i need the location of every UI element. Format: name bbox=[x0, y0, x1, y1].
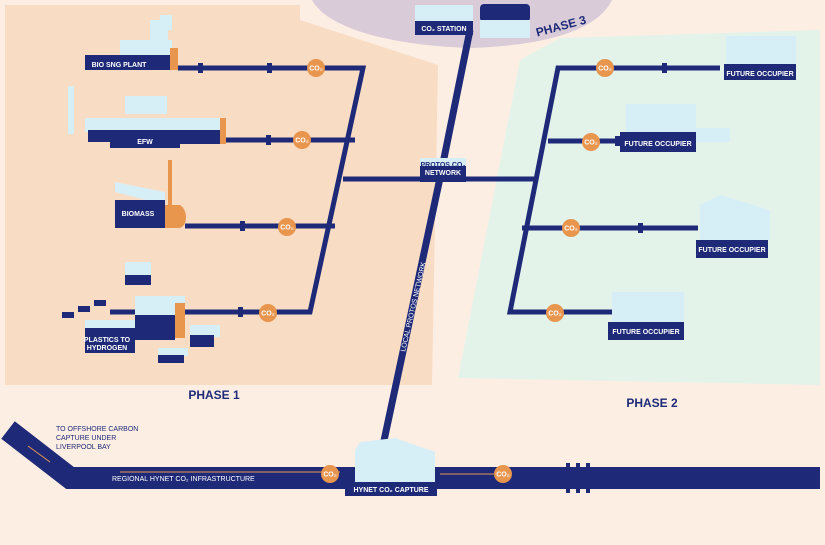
co2-badge-label: CO₂ bbox=[496, 472, 510, 479]
future-occupier-label-2: FUTURE OCCUPIER bbox=[624, 141, 691, 148]
co2-badge-label: CO₂ bbox=[323, 472, 337, 479]
co2-badge-label: CO₂ bbox=[280, 225, 294, 232]
co2-station-building bbox=[415, 4, 530, 38]
efw-building bbox=[68, 86, 226, 148]
efw-label: EFW bbox=[137, 139, 153, 146]
co2-badge-label: CO₂ bbox=[309, 66, 323, 73]
regional-infrastructure-label: REGIONAL HYNET CO₂ INFRASTRUCTURE bbox=[112, 476, 255, 483]
future-occupier-label-1: FUTURE OCCUPIER bbox=[726, 71, 793, 78]
bio-sng-label: BIO SNG PLANT bbox=[92, 62, 148, 69]
pipe-joints bbox=[198, 63, 667, 317]
co2-badge-label: CO₂ bbox=[584, 140, 598, 147]
co2-badge: CO₂ bbox=[546, 304, 564, 322]
biomass-label: BIOMASS bbox=[122, 211, 155, 218]
co2-badge: CO₂ bbox=[562, 219, 580, 237]
phase2-label: PHASE 2 bbox=[626, 396, 678, 410]
co2-badge: CO₂ bbox=[321, 465, 339, 483]
co2-badge-label: CO₂ bbox=[548, 311, 562, 318]
co2-badge-label: CO₂ bbox=[261, 311, 275, 318]
co2-badge: CO₂ bbox=[293, 131, 311, 149]
co2-badge: CO₂ bbox=[259, 304, 277, 322]
future-occupier-building-1 bbox=[724, 36, 796, 80]
offshore-note-line1: TO OFFSHORE CARBON bbox=[56, 426, 138, 433]
protos-hub-building bbox=[420, 158, 466, 182]
future-occupier-building-3 bbox=[696, 195, 770, 258]
bio-sng-building bbox=[85, 15, 178, 70]
protos-hub-label-line1: PROTOS CO₂ bbox=[421, 162, 466, 169]
regional-pipeline bbox=[1, 421, 820, 493]
co2-badges: CO₂ CO₂ CO₂ CO₂ CO₂ CO₂ CO₂ CO₂ CO₂ CO₂ bbox=[259, 59, 614, 483]
future-occupier-label-4: FUTURE OCCUPIER bbox=[612, 329, 679, 336]
co2-badge: CO₂ bbox=[582, 133, 600, 151]
co2-badge: CO₂ bbox=[596, 59, 614, 77]
hynet-capture-building bbox=[345, 438, 437, 496]
plastics-label-line1: PLASTICS TO bbox=[84, 337, 131, 344]
plastics-label-line2: HYDROGEN bbox=[87, 345, 127, 352]
co2-station-label: CO₂ STATION bbox=[421, 26, 466, 33]
biomass-building bbox=[115, 160, 186, 228]
future-occupier-label-3: FUTURE OCCUPIER bbox=[698, 247, 765, 254]
phase1-zone bbox=[5, 5, 438, 385]
co2-badge: CO₂ bbox=[494, 465, 512, 483]
co2-badge: CO₂ bbox=[307, 59, 325, 77]
offshore-note-line2: CAPTURE UNDER bbox=[56, 435, 116, 442]
hynet-capture-label: HYNET CO₂ CAPTURE bbox=[353, 487, 428, 494]
co2-badge-label: CO₂ bbox=[598, 66, 612, 73]
co2-badge-label: CO₂ bbox=[295, 138, 309, 145]
phase1-label: PHASE 1 bbox=[188, 388, 240, 402]
plastics-to-hydrogen-building bbox=[62, 262, 220, 363]
protos-hub-label-line2: NETWORK bbox=[425, 170, 461, 177]
co2-badge: CO₂ bbox=[278, 218, 296, 236]
future-occupier-building-4 bbox=[608, 292, 684, 340]
co2-badge-label: CO₂ bbox=[564, 226, 578, 233]
offshore-note-line3: LIVERPOOL BAY bbox=[56, 444, 111, 451]
future-occupier-building-2 bbox=[620, 104, 730, 152]
